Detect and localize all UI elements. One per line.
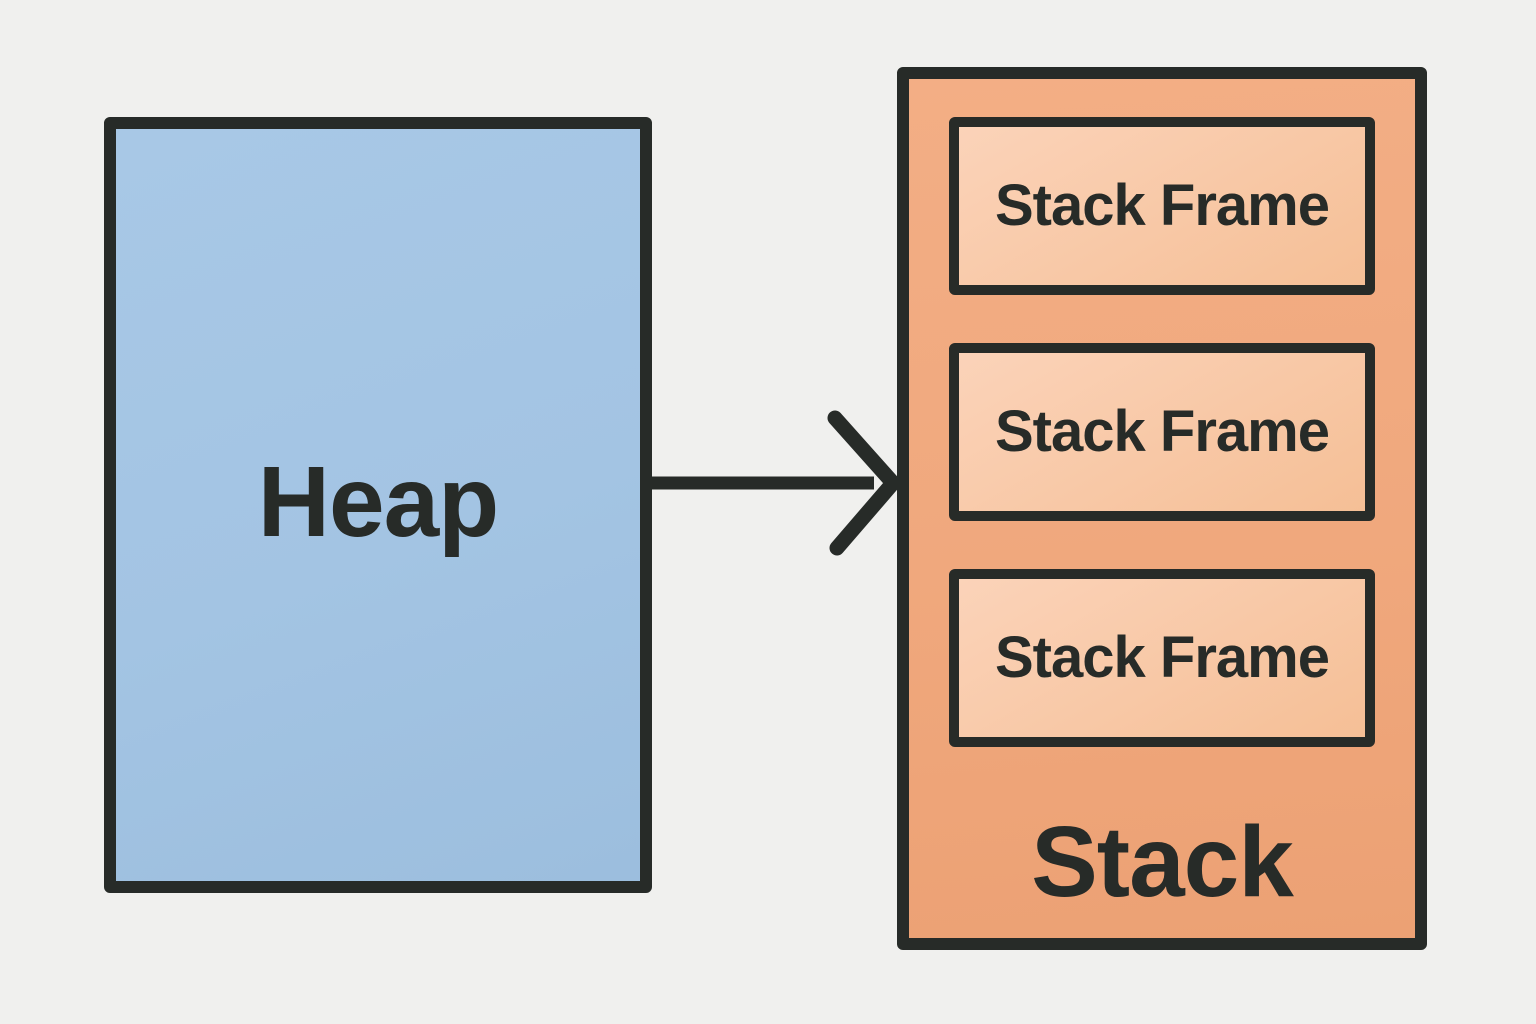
stack-frame: Stack Frame <box>949 343 1375 521</box>
stack-frame: Stack Frame <box>949 569 1375 747</box>
stack-label-area: Stack <box>949 795 1375 938</box>
stack-box: Stack Frame Stack Frame Stack Frame Stac… <box>897 67 1427 950</box>
stack-frame-label: Stack Frame <box>995 399 1330 464</box>
stack-label: Stack <box>1031 805 1294 918</box>
stack-frame-label: Stack Frame <box>995 625 1330 690</box>
stack-frame: Stack Frame <box>949 117 1375 295</box>
arrow-head <box>827 410 901 556</box>
stack-frame-label: Stack Frame <box>995 173 1330 238</box>
heap-box: Heap <box>104 117 652 893</box>
heap-label: Heap <box>257 446 500 558</box>
